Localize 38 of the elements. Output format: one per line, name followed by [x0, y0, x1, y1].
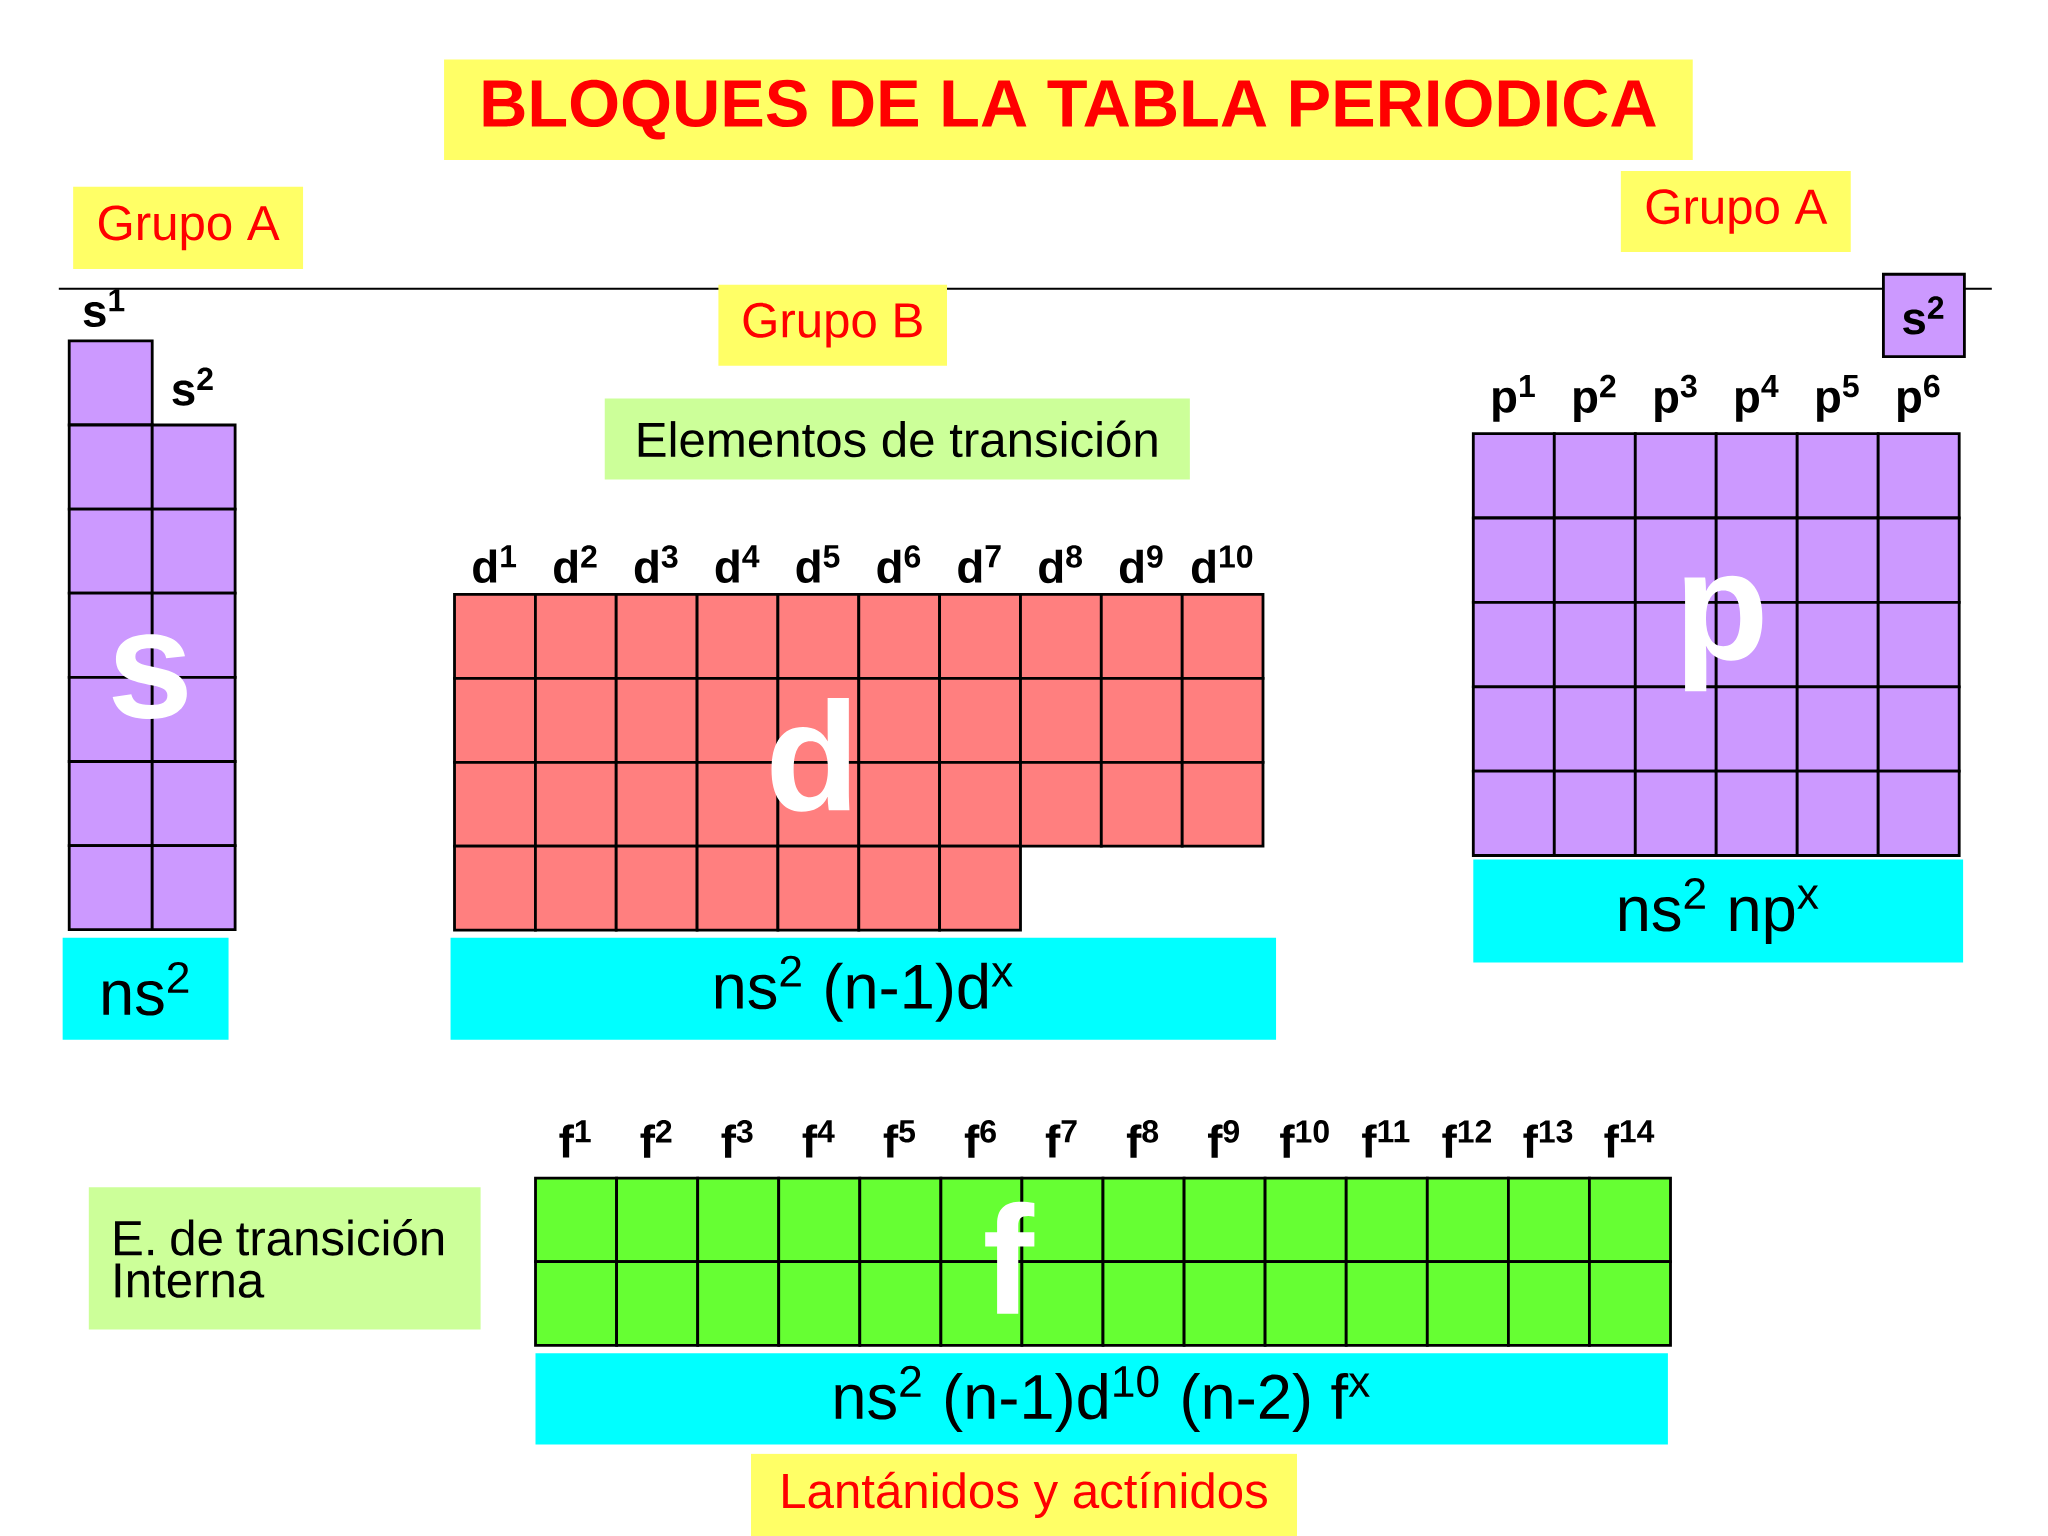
block-name-label: Elementos de transición [604, 398, 1190, 480]
column-label: f$^{2}$ [640, 1120, 672, 1158]
column-label: d$^{8}$ [1039, 545, 1082, 584]
group-label: Lantánidos y actínidos [751, 1453, 1297, 1536]
column-label: f$^{6}$ [964, 1120, 996, 1158]
column-label: p$^{4}$ [1736, 375, 1779, 422]
column-label: d$^{9}$ [1119, 545, 1163, 584]
column-label: d$^{2}$ [554, 545, 597, 584]
configuration-bar: ns$^{2}$ (n-1)d$^{10}$ (n-2) f$^{x}$ [535, 1353, 1668, 1445]
column-label: p$^{3}$ [1655, 374, 1697, 422]
column-label: f$^{3}$ [721, 1120, 753, 1158]
configuration-bar: ns$^{2}$ (n-1)d$^{x}$ [450, 937, 1277, 1040]
column-label: f$^{4}$ [802, 1120, 835, 1158]
column-label: f$^{7}$ [1045, 1120, 1077, 1158]
column-label: d$^{3}$ [634, 545, 678, 584]
column-label: s$^{2}$ [172, 367, 213, 406]
title-banner: BLOQUES DE LA TABLA PERIODICA [444, 59, 1693, 160]
column-label: d$^{4}$ [715, 545, 760, 584]
column-label: f$^{11}$ [1362, 1120, 1410, 1158]
column-label: d$^{5}$ [796, 545, 840, 584]
column-label: f$^{5}$ [883, 1120, 915, 1158]
column-label: d$^{6}$ [877, 545, 921, 584]
column-label: d$^{10}$ [1191, 545, 1253, 584]
column-label: s$^{1}$ [83, 289, 125, 328]
column-label: p$^{2}$ [1574, 374, 1616, 422]
block-name-label: E. de transición Interna [88, 1187, 481, 1330]
column-label: p$^{5}$ [1817, 375, 1859, 422]
configuration-bar: ns$^{2}$ [62, 937, 229, 1040]
element-cell: s$^{2}$ [1882, 272, 1966, 358]
column-label: f$^{9}$ [1208, 1120, 1240, 1158]
column-label: p$^{6}$ [1898, 374, 1940, 422]
column-label: f$^{10}$ [1280, 1120, 1329, 1158]
column-label: f$^{8}$ [1126, 1120, 1159, 1158]
configuration-bar: ns$^{2}$ np$^{x}$ [1473, 859, 1964, 963]
group-label: Grupo A [73, 186, 304, 270]
group-label: Grupo A [1620, 171, 1851, 253]
column-label: d$^{7}$ [958, 545, 1001, 584]
group-label: Grupo B [718, 284, 947, 366]
